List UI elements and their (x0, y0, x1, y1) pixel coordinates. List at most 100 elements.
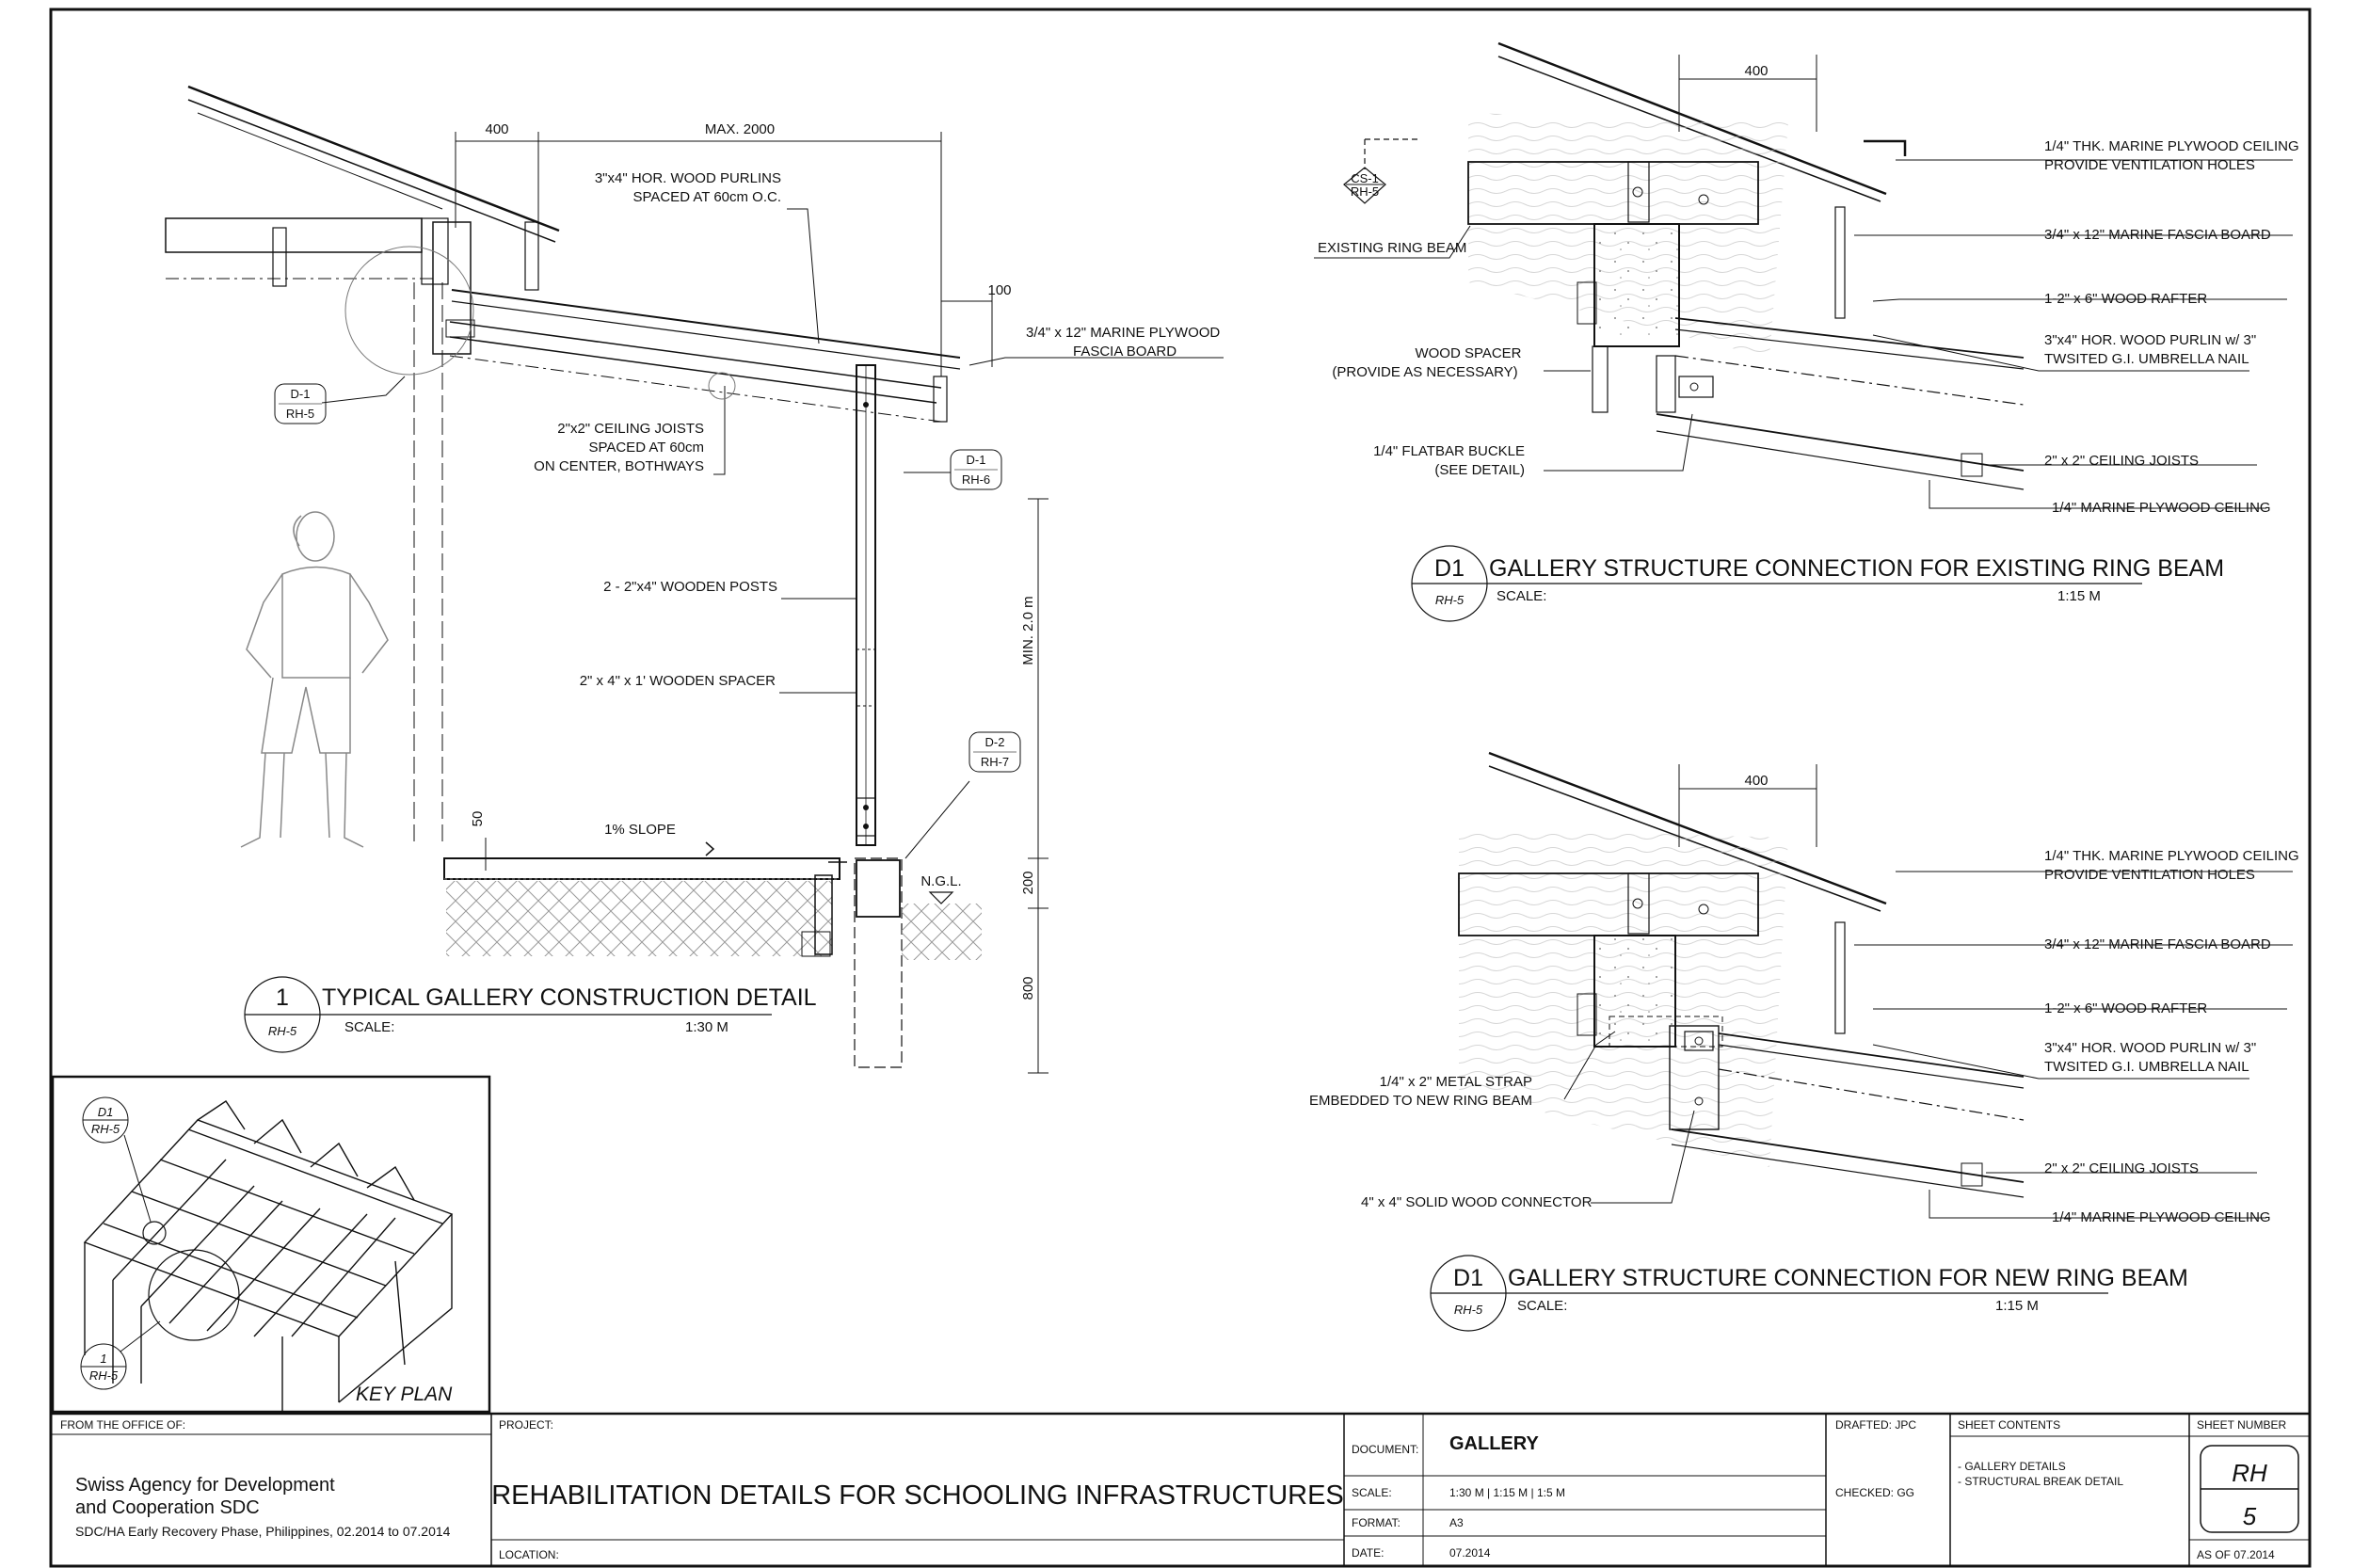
svg-text:PROVIDE VENTILATION HOLES: PROVIDE VENTILATION HOLES (2044, 157, 2255, 173)
svg-text:D-2: D-2 (985, 735, 1005, 749)
svg-text:(SEE DETAIL): (SEE DETAIL) (1434, 462, 1525, 478)
label-wooden-spacer: 2" x 4" x 1' WOODEN SPACER (580, 673, 776, 689)
detail-circle-d1 (344, 246, 474, 376)
svg-text:3"x4" HOR. WOOD PURLIN w/ 3": 3"x4" HOR. WOOD PURLIN w/ 3" (2044, 1040, 2256, 1056)
callout-d1-rh6: D-1 RH-6 (950, 449, 1002, 490)
existing-roof (165, 85, 560, 291)
svg-text:EMBEDDED TO NEW RING BEAM: EMBEDDED TO NEW RING BEAM (1309, 1093, 1532, 1109)
svg-text:1:30 M: 1:30 M (685, 1019, 728, 1035)
svg-text:D-1: D-1 (967, 453, 986, 467)
dim-400: 400 (485, 121, 508, 137)
svg-text:and Cooperation SDC: and Cooperation SDC (75, 1497, 260, 1518)
detail-bottom-title: D1 RH-5 GALLERY STRUCTURE CONNECTION FOR… (1430, 1255, 2188, 1332)
svg-text:RH-7: RH-7 (981, 755, 1009, 769)
svg-text:SHEET NUMBER: SHEET NUMBER (2197, 1418, 2286, 1432)
svg-text:1:30 M | 1:15 M | 1:5 M: 1:30 M | 1:15 M | 1:5 M (1449, 1486, 1565, 1499)
wooden-posts (856, 364, 876, 846)
label-ceiling-joists: 2"x2" CEILING JOISTS (557, 421, 704, 437)
svg-text:D-1: D-1 (291, 387, 311, 401)
svg-text:RH-5: RH-5 (1454, 1303, 1483, 1317)
svg-text:RH-5: RH-5 (286, 407, 314, 421)
dim-50: 50 (470, 811, 486, 827)
svg-text:TYPICAL GALLERY CONSTRUCTION D: TYPICAL GALLERY CONSTRUCTION DETAIL (322, 984, 817, 1011)
svg-text:5: 5 (2243, 1502, 2257, 1530)
svg-text:RH-5: RH-5 (268, 1024, 297, 1038)
dim-400-bottom: 400 (1744, 773, 1768, 789)
svg-text:1-2" x 6" WOOD RAFTER: 1-2" x 6" WOOD RAFTER (2044, 291, 2207, 307)
svg-text:1/4" THK. MARINE PLYWOOD CEILI: 1/4" THK. MARINE PLYWOOD CEILING (2044, 138, 2299, 154)
ngl-marker-icon (928, 891, 954, 904)
key-plan: D1 RH-5 1 RH-5 KEY PLAN (51, 1075, 491, 1414)
svg-text:D1: D1 (98, 1105, 114, 1119)
svg-text:2" x 2" CEILING JOISTS: 2" x 2" CEILING JOISTS (2044, 453, 2199, 469)
svg-text:WOOD SPACER: WOOD SPACER (1415, 345, 1521, 361)
main-detail: 400 MAX. 2000 100 MIN. 2.0 m 200 800 50 … (165, 85, 1224, 1074)
svg-text:GALLERY STRUCTURE CONNECTION F: GALLERY STRUCTURE CONNECTION FOR EXISTIN… (1489, 555, 2224, 582)
svg-text:1/4" THK. MARINE PLYWOOD CEILI: 1/4" THK. MARINE PLYWOOD CEILING (2044, 848, 2299, 864)
svg-text:4" x 4" SOLID WOOD CONNECTOR: 4" x 4" SOLID WOOD CONNECTOR (1361, 1194, 1593, 1210)
callout-d2-rh7: D-2 RH-7 (968, 731, 1021, 773)
svg-text:1: 1 (276, 984, 289, 1011)
svg-text:1/4" MARINE PLYWOOD CEILING: 1/4" MARINE PLYWOOD CEILING (2052, 1209, 2271, 1225)
dim-800: 800 (1020, 976, 1036, 1000)
svg-text:DATE:: DATE: (1352, 1546, 1384, 1560)
detail-top-drawing: 400 CS-1 RH-5 (1314, 41, 2293, 509)
section-mark-icon (1343, 167, 1386, 204)
label-wooden-posts: 2 - 2"x4" WOODEN POSTS (603, 579, 777, 595)
svg-text:EXISTING RING BEAM: EXISTING RING BEAM (1318, 240, 1466, 256)
svg-text:RH-5: RH-5 (1351, 184, 1379, 199)
detail-new-ring-beam: 400 1/4" x 2" METAL STRAP EMBEDDED TO NE… (1309, 751, 2299, 1332)
svg-text:1-2" x 6" WOOD RAFTER: 1-2" x 6" WOOD RAFTER (2044, 1000, 2207, 1016)
svg-text:DRAFTED: JPC: DRAFTED: JPC (1835, 1418, 1916, 1432)
svg-text:SCALE:: SCALE: (1497, 588, 1546, 604)
svg-text:07.2014: 07.2014 (1449, 1546, 1491, 1560)
human-scale-figure (240, 511, 389, 848)
svg-text:SCALE:: SCALE: (344, 1019, 394, 1035)
sheet-number: RH (2232, 1459, 2267, 1487)
svg-text:(PROVIDE AS NECESSARY): (PROVIDE AS NECESSARY) (1332, 364, 1517, 380)
svg-text:- STRUCTURAL BREAK DETAIL: - STRUCTURAL BREAK DETAIL (1958, 1475, 2123, 1488)
svg-text:CS-1: CS-1 (1351, 171, 1379, 185)
svg-text:1/4" FLATBAR BUCKLE: 1/4" FLATBAR BUCKLE (1373, 443, 1525, 459)
svg-text:1/4" x 2" METAL STRAP: 1/4" x 2" METAL STRAP (1380, 1074, 1532, 1090)
svg-text:PROVIDE VENTILATION HOLES: PROVIDE VENTILATION HOLES (2044, 867, 2255, 883)
dim-200: 200 (1020, 871, 1036, 894)
svg-text:FROM THE OFFICE OF:: FROM THE OFFICE OF: (60, 1418, 185, 1432)
document-name: GALLERY (1449, 1433, 1539, 1454)
svg-text:2" x 2" CEILING JOISTS: 2" x 2" CEILING JOISTS (2044, 1160, 2199, 1176)
gallery-rafter (432, 221, 961, 423)
main-dimensions (455, 132, 1048, 1074)
svg-text:RH-5: RH-5 (1435, 593, 1465, 607)
svg-text:RH-5: RH-5 (91, 1122, 120, 1136)
sheet-border (49, 8, 2312, 1568)
svg-text:TWSITED G.I. UMBRELLA NAIL: TWSITED G.I. UMBRELLA NAIL (2044, 1059, 2249, 1075)
detail-existing-ring-beam: 400 CS-1 RH-5 EXISTING RING BEAM WOOD SP… (1314, 41, 2299, 622)
svg-text:AS OF 07.2014: AS OF 07.2014 (2197, 1548, 2275, 1561)
svg-text:SPACED AT 60cm: SPACED AT 60cm (588, 440, 704, 456)
label-fascia: 3/4" x 12" MARINE PLYWOOD (1026, 325, 1220, 341)
svg-text:A3: A3 (1449, 1516, 1464, 1529)
svg-text:3/4" x 12" MARINE FASCIA BOARD: 3/4" x 12" MARINE FASCIA BOARD (2044, 227, 2271, 243)
svg-text:FORMAT:: FORMAT: (1352, 1516, 1401, 1529)
svg-text:1:15 M: 1:15 M (1995, 1298, 2039, 1314)
key-plan-roof-icon (83, 1100, 454, 1412)
svg-text:SPACED AT 60cm O.C.: SPACED AT 60cm O.C. (632, 189, 781, 205)
svg-text:LOCATION:: LOCATION: (499, 1548, 559, 1561)
label-purlins: 3"x4" HOR. WOOD PURLINS (595, 170, 781, 186)
svg-text:3/4" x 12" MARINE FASCIA BOARD: 3/4" x 12" MARINE FASCIA BOARD (2044, 936, 2271, 952)
title-block: FROM THE OFFICE OF: Swiss Agency for Dev… (51, 1414, 2310, 1566)
main-detail-title: 1 RH-5 TYPICAL GALLERY CONSTRUCTION DETA… (244, 976, 817, 1053)
svg-text:FASCIA BOARD: FASCIA BOARD (1073, 344, 1176, 360)
svg-text:RH-6: RH-6 (962, 472, 990, 487)
svg-text:TWSITED G.I. UMBRELLA NAIL: TWSITED G.I. UMBRELLA NAIL (2044, 351, 2249, 367)
svg-text:ON CENTER, BOTHWAYS: ON CENTER, BOTHWAYS (534, 458, 704, 474)
detail-bottom-drawing: 400 (1458, 751, 2293, 1219)
svg-text:1/4" MARINE PLYWOOD CEILING: 1/4" MARINE PLYWOOD CEILING (2052, 500, 2271, 516)
svg-text:DOCUMENT:: DOCUMENT: (1352, 1443, 1418, 1456)
svg-text:GALLERY STRUCTURE CONNECTION F: GALLERY STRUCTURE CONNECTION FOR NEW RIN… (1508, 1265, 2188, 1291)
svg-text:1: 1 (100, 1352, 106, 1366)
callout-d1-rh5: D-1 RH-5 (274, 383, 327, 424)
svg-text:- GALLERY DETAILS: - GALLERY DETAILS (1958, 1460, 2066, 1473)
project-title: REHABILITATION DETAILS FOR SCHOOLING INF… (491, 1480, 1344, 1511)
